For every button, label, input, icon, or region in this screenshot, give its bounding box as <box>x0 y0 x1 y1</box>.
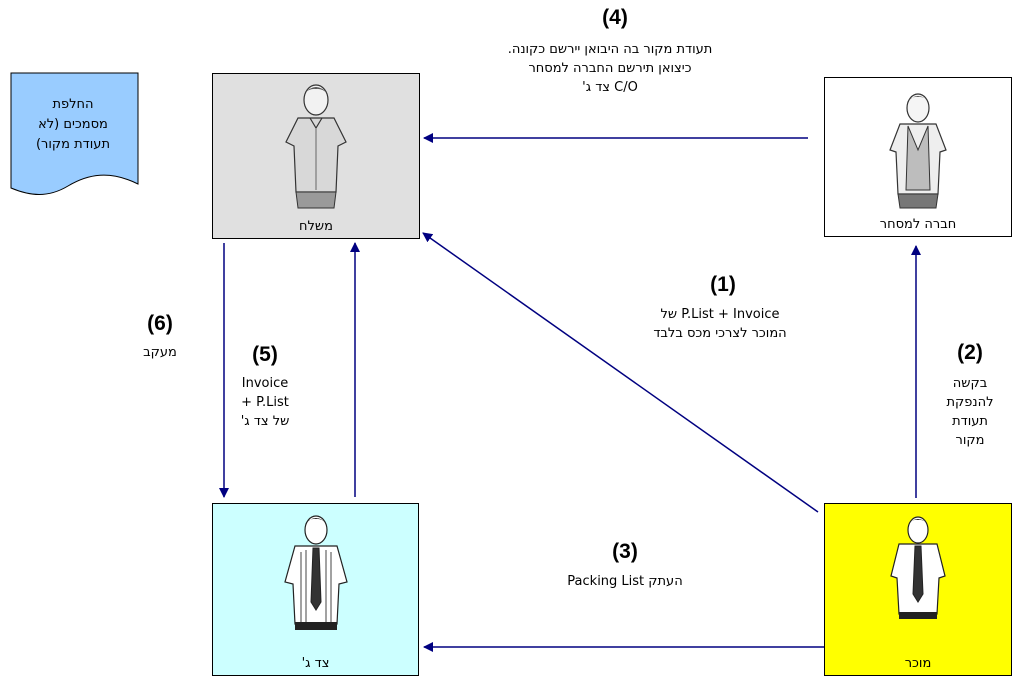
seller-box: מוכר <box>824 503 1012 676</box>
step4-text: תעודת מקור בה היבואן יירשם כקונה. כיצואן… <box>440 40 780 97</box>
step6-text: מעקב <box>125 343 195 362</box>
trade-company-label: חברה למסחר <box>879 217 957 232</box>
step5-text: Invoice P.List + של צד ג' <box>225 374 305 431</box>
seller-label: מוכר <box>904 656 932 671</box>
third-party-box: צד ג' <box>212 503 419 676</box>
step2-line: בקשה <box>952 376 988 391</box>
step3-text: העתק Packing List <box>520 572 730 591</box>
man-tie-icon <box>890 516 946 619</box>
step2-line: להנפקת <box>946 395 994 410</box>
step4-line: תעודת מקור בה היבואן יירשם כקונה. <box>507 42 713 57</box>
arrow-step1-seller-to-shipper <box>422 232 819 513</box>
step2-line: תעודת <box>952 414 988 429</box>
step5-line: של צד ג' <box>240 414 290 429</box>
man-short-sleeve-icon <box>285 84 347 209</box>
step5-line: Invoice <box>241 376 289 391</box>
document-note-line: החלפת <box>52 97 94 112</box>
third-party-label: צד ג' <box>301 656 330 671</box>
document-note-line: תעודת מקור) <box>35 137 110 152</box>
step1-line: המוכר לצרכי מכס בלבד <box>653 326 787 341</box>
shipper-box: משלח <box>212 73 420 239</box>
shipper-label: משלח <box>299 219 333 234</box>
step1-line: P.List + Invoice של <box>660 307 780 322</box>
man-striped-shirt-icon <box>283 515 348 630</box>
step6-line: מעקב <box>143 345 177 360</box>
step2-text: בקשה להנפקת תעודת מקור <box>930 374 1010 450</box>
document-note-line: מסמכים (לא <box>38 117 108 132</box>
trade-company-box: חברה למסחר <box>824 77 1012 237</box>
step3-number: (3) <box>612 540 638 563</box>
step5-number: (5) <box>252 343 278 366</box>
step5-line: P.List + <box>241 395 289 410</box>
man-vest-icon <box>889 93 947 209</box>
step4-line: C/O צד ג' <box>582 80 638 95</box>
step4-number: (4) <box>602 6 628 29</box>
document-icon <box>10 72 139 195</box>
step1-number: (1) <box>710 273 736 296</box>
step1-text: P.List + Invoice של המוכר לצרכי מכס בלבד <box>610 305 830 343</box>
step6-number: (6) <box>147 312 173 335</box>
step3-line: העתק Packing List <box>567 574 683 589</box>
step2-number: (2) <box>957 341 983 364</box>
document-note-text: החלפת מסמכים (לא תעודת מקור) <box>18 95 128 155</box>
step4-line: כיצואן תירשם החברה למסחר <box>528 61 692 76</box>
step2-line: מקור <box>955 433 985 448</box>
